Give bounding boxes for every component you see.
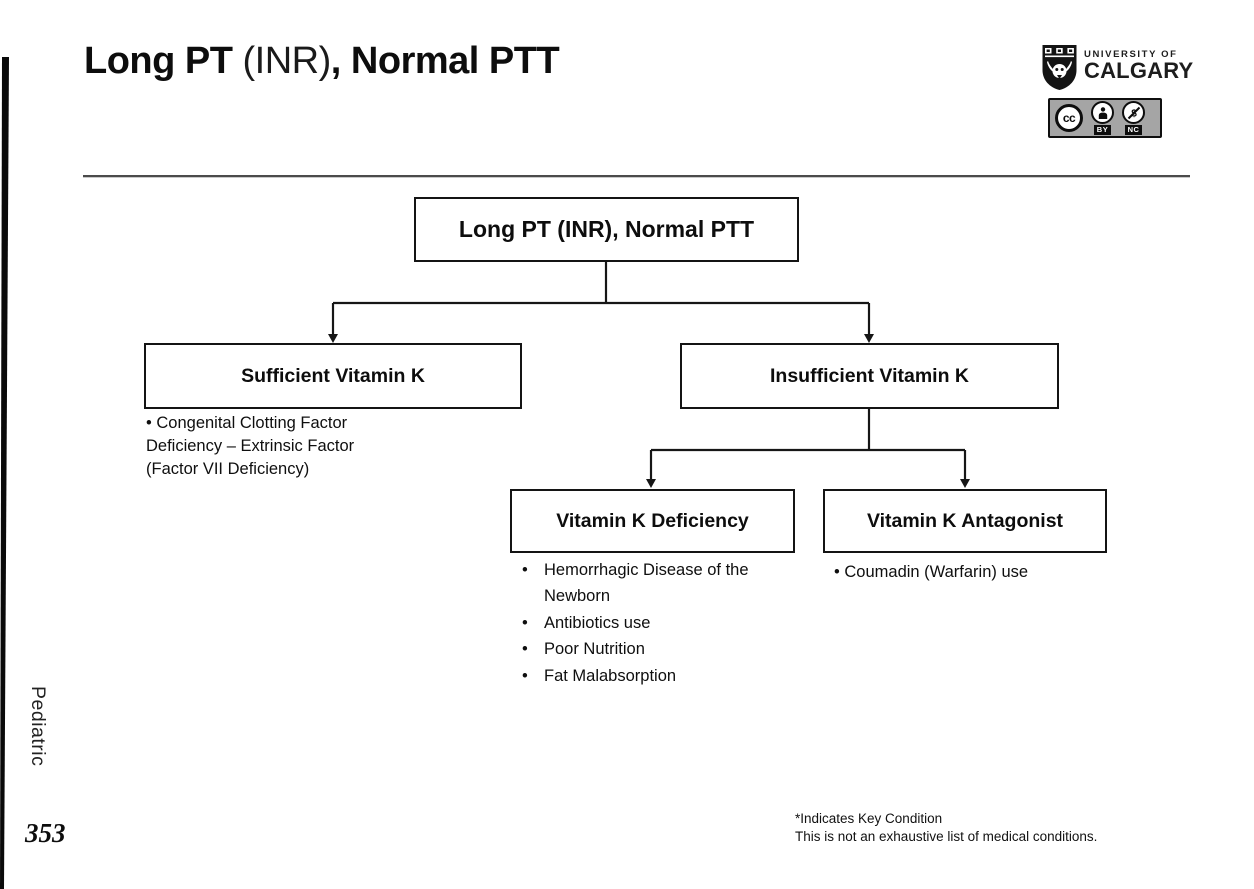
- page-title: Long PT (INR), Normal PTT: [84, 40, 560, 84]
- cc-nc-dollar-icon: $: [1122, 101, 1145, 125]
- flowchart-node-root: Long PT (INR), Normal PTT: [414, 197, 799, 262]
- list-item: • Hemorrhagic Disease of the Newborn: [516, 557, 768, 610]
- flowchart-node-vitamin-k-antagonist: Vitamin K Antagonist: [823, 489, 1107, 553]
- note-list-vitamin-k-deficiency: • Hemorrhagic Disease of the Newborn • A…: [516, 557, 768, 689]
- cc-icon: cc: [1055, 104, 1083, 132]
- page-title-bold-1: Long PT: [84, 40, 243, 82]
- logo-university-of: UNIVERSITY OF: [1084, 49, 1178, 60]
- bullet-glyph: •: [146, 414, 152, 432]
- list-item-text: Antibiotics use: [544, 613, 651, 632]
- flowchart-node-vkdef-label: Vitamin K Deficiency: [556, 509, 749, 532]
- flowchart-node-insufficient-vitamin-k: Insufficient Vitamin K: [680, 343, 1059, 409]
- list-item-text: Poor Nutrition: [544, 640, 645, 659]
- cc-by-person-icon: [1091, 101, 1114, 125]
- footer-note-line1: *Indicates Key Condition: [795, 811, 943, 826]
- note-vitamin-k-antagonist: • Coumadin (Warfarin) use: [834, 560, 1134, 586]
- bullet-glyph: •: [522, 666, 528, 685]
- footer-note: *Indicates Key Condition This is not an …: [795, 810, 1097, 845]
- page-edge-bar: [0, 57, 9, 889]
- note-sufficient-vitamin-k: • Congenital Clotting Factor Deficiency …: [146, 412, 378, 481]
- footer-note-line2: This is not an exhaustive list of medica…: [795, 828, 1098, 844]
- list-item-text: Hemorrhagic Disease of the Newborn: [544, 561, 749, 606]
- page-number: 353: [25, 818, 66, 848]
- cc-by-item: BY: [1091, 101, 1114, 135]
- bullet-glyph: •: [522, 613, 528, 632]
- list-item: • Fat Malabsorption: [516, 663, 768, 689]
- bullet-glyph: •: [522, 561, 528, 579]
- bullet-glyph: •: [834, 563, 840, 581]
- flowchart-node-vkant-label: Vitamin K Antagonist: [866, 509, 1064, 532]
- cc-nc-item: $ NC: [1122, 101, 1145, 135]
- page-title-bold-2: , Normal PTT: [330, 40, 560, 82]
- note-vkant-text: Coumadin (Warfarin) use: [844, 563, 1029, 581]
- flowchart-node-vitamin-k-deficiency: Vitamin K Deficiency: [510, 489, 795, 553]
- list-item: • Poor Nutrition: [516, 636, 768, 662]
- flowchart-node-insufficient-label: Insufficient Vitamin K: [770, 364, 969, 387]
- page-title-regular: (INR): [242, 40, 332, 82]
- cc-license-badge: cc BY $ NC: [1048, 98, 1162, 138]
- list-item: • Antibiotics use: [516, 610, 768, 636]
- list-item-text: Fat Malabsorption: [544, 666, 677, 685]
- flowchart-node-root-label: Long PT (INR), Normal PTT: [458, 216, 755, 242]
- university-crest-icon: [1042, 45, 1077, 90]
- sidebar-category-label: Pediatric: [27, 686, 49, 767]
- flowchart-node-sufficient-vitamin-k: Sufficient Vitamin K: [144, 343, 522, 409]
- university-logo: UNIVERSITY OF CALGARY: [1041, 44, 1193, 91]
- logo-calgary: CALGARY: [1084, 58, 1194, 83]
- flowchart-node-sufficient-label: Sufficient Vitamin K: [241, 364, 425, 387]
- note-sufficient-text: Congenital Clotting Factor Deficiency – …: [146, 414, 355, 479]
- cc-by-label: BY: [1093, 125, 1112, 135]
- header-divider: [83, 175, 1190, 178]
- bullet-glyph: •: [522, 640, 528, 659]
- cc-nc-label: NC: [1124, 125, 1143, 135]
